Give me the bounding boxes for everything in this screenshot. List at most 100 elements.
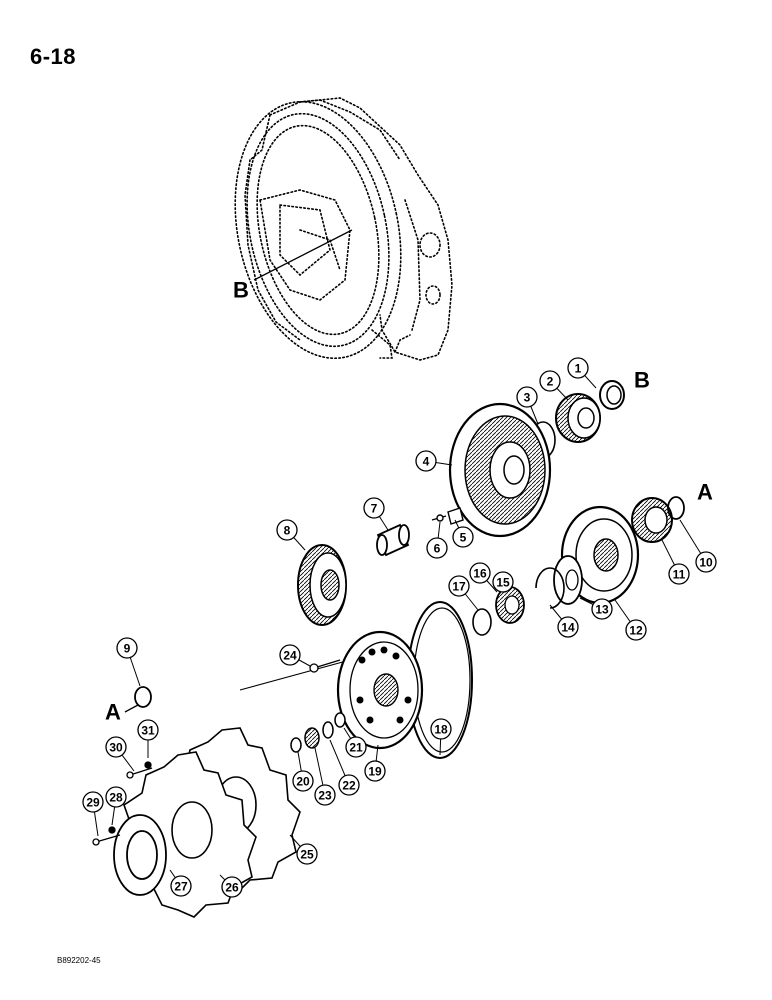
small-rings-part xyxy=(290,712,346,753)
gear-part xyxy=(555,393,601,443)
callout-number-19: 19 xyxy=(368,765,382,779)
bearing-part xyxy=(472,586,525,636)
callout-18: 18 xyxy=(430,718,452,756)
callout-circle-10 xyxy=(695,551,717,573)
reference-letter-a-2: A xyxy=(105,700,121,725)
callout-number-23: 23 xyxy=(318,789,332,803)
callout-number-31: 31 xyxy=(141,724,155,738)
callout-circle-9 xyxy=(116,637,138,659)
ref-line-b xyxy=(253,229,353,281)
callout-number-3: 3 xyxy=(524,391,531,405)
callout-circle-23 xyxy=(314,784,336,806)
callout-19: 19 xyxy=(364,744,386,782)
callout-13: 13 xyxy=(579,597,613,620)
callout-26: 26 xyxy=(219,874,243,898)
lock-plate-part xyxy=(447,507,464,525)
callout-circle-28 xyxy=(105,786,127,808)
callout-17: 17 xyxy=(448,575,479,611)
callout-circle-15 xyxy=(492,571,514,593)
callout-8: 8 xyxy=(276,519,306,551)
callout-circle-19 xyxy=(364,760,386,782)
callout-number-21: 21 xyxy=(349,741,363,755)
callout-1: 1 xyxy=(567,357,597,389)
callout-number-10: 10 xyxy=(699,556,713,570)
callout-20: 20 xyxy=(292,751,314,792)
impeller-cover-part xyxy=(336,630,424,750)
callout-number-6: 6 xyxy=(434,542,441,556)
callout-circle-30 xyxy=(105,736,127,758)
callout-number-8: 8 xyxy=(284,524,291,538)
callout-circle-6 xyxy=(426,537,448,559)
callout-circle-1 xyxy=(567,357,589,379)
callout-circle-11 xyxy=(668,563,690,585)
flywheel-housing xyxy=(234,97,453,361)
callout-circle-18 xyxy=(430,718,452,740)
callout-circle-22 xyxy=(338,774,360,796)
callout-labels: 1234567891011121314151617181920212223242… xyxy=(82,357,717,898)
callout-circle-5 xyxy=(452,526,474,548)
callout-circle-4 xyxy=(415,450,437,472)
callout-circle-21 xyxy=(345,736,367,758)
callout-circle-3 xyxy=(516,386,538,408)
callout-circle-25 xyxy=(296,843,318,865)
seal-ring-part xyxy=(599,380,625,410)
callout-29: 29 xyxy=(82,791,104,837)
callout-circle-17 xyxy=(448,575,470,597)
callout-10: 10 xyxy=(679,519,717,573)
callout-circle-13 xyxy=(591,598,613,620)
page-number: 6-18 xyxy=(30,44,77,69)
callout-number-7: 7 xyxy=(371,502,378,516)
callout-circle-31 xyxy=(137,719,159,741)
callout-22: 22 xyxy=(329,739,360,796)
callout-5: 5 xyxy=(452,519,474,548)
cover-bolt-part xyxy=(309,659,341,673)
flange-bolts-part xyxy=(92,761,153,846)
callout-number-30: 30 xyxy=(109,741,123,755)
callout-number-14: 14 xyxy=(561,621,575,635)
callout-24: 24 xyxy=(279,644,311,667)
callout-number-26: 26 xyxy=(225,881,239,895)
callout-number-27: 27 xyxy=(174,880,188,894)
callout-number-2: 2 xyxy=(547,375,554,389)
callout-number-24: 24 xyxy=(283,649,297,663)
callout-circle-29 xyxy=(82,791,104,813)
figure-code: B892202-45 xyxy=(57,956,101,965)
callout-9: 9 xyxy=(116,637,141,687)
retaining-ring-part xyxy=(535,567,565,609)
callout-number-29: 29 xyxy=(86,796,100,810)
callout-4: 4 xyxy=(415,450,453,472)
callout-31: 31 xyxy=(137,719,159,758)
callout-number-22: 22 xyxy=(342,779,356,793)
callout-number-1: 1 xyxy=(575,362,582,376)
callout-number-9: 9 xyxy=(124,642,131,656)
callout-number-13: 13 xyxy=(595,603,609,617)
callout-number-25: 25 xyxy=(300,848,314,862)
callout-circle-8 xyxy=(276,519,298,541)
callout-23: 23 xyxy=(314,747,336,806)
callout-circle-24 xyxy=(279,644,301,666)
bushing-part xyxy=(376,523,410,557)
callout-number-12: 12 xyxy=(629,624,643,638)
callout-11: 11 xyxy=(661,539,690,585)
callout-27: 27 xyxy=(169,869,192,897)
reference-letter-a-1: A xyxy=(697,480,713,505)
callout-circle-20 xyxy=(292,770,314,792)
callout-circle-26 xyxy=(221,876,243,898)
callout-6: 6 xyxy=(426,521,448,559)
leader-line xyxy=(239,659,351,691)
callout-number-5: 5 xyxy=(460,531,467,545)
callout-number-16: 16 xyxy=(473,567,487,581)
callout-circle-2 xyxy=(539,370,561,392)
callout-number-4: 4 xyxy=(423,455,430,469)
callout-circle-7 xyxy=(363,497,385,519)
callout-number-18: 18 xyxy=(434,723,448,737)
callout-circle-14 xyxy=(557,616,579,638)
callout-2: 2 xyxy=(539,370,569,401)
turbine-hub-part xyxy=(631,497,673,543)
flange-ring-part xyxy=(113,814,167,896)
reference-letter-b-1: B xyxy=(233,278,249,303)
pump-assembly-part xyxy=(448,402,552,538)
